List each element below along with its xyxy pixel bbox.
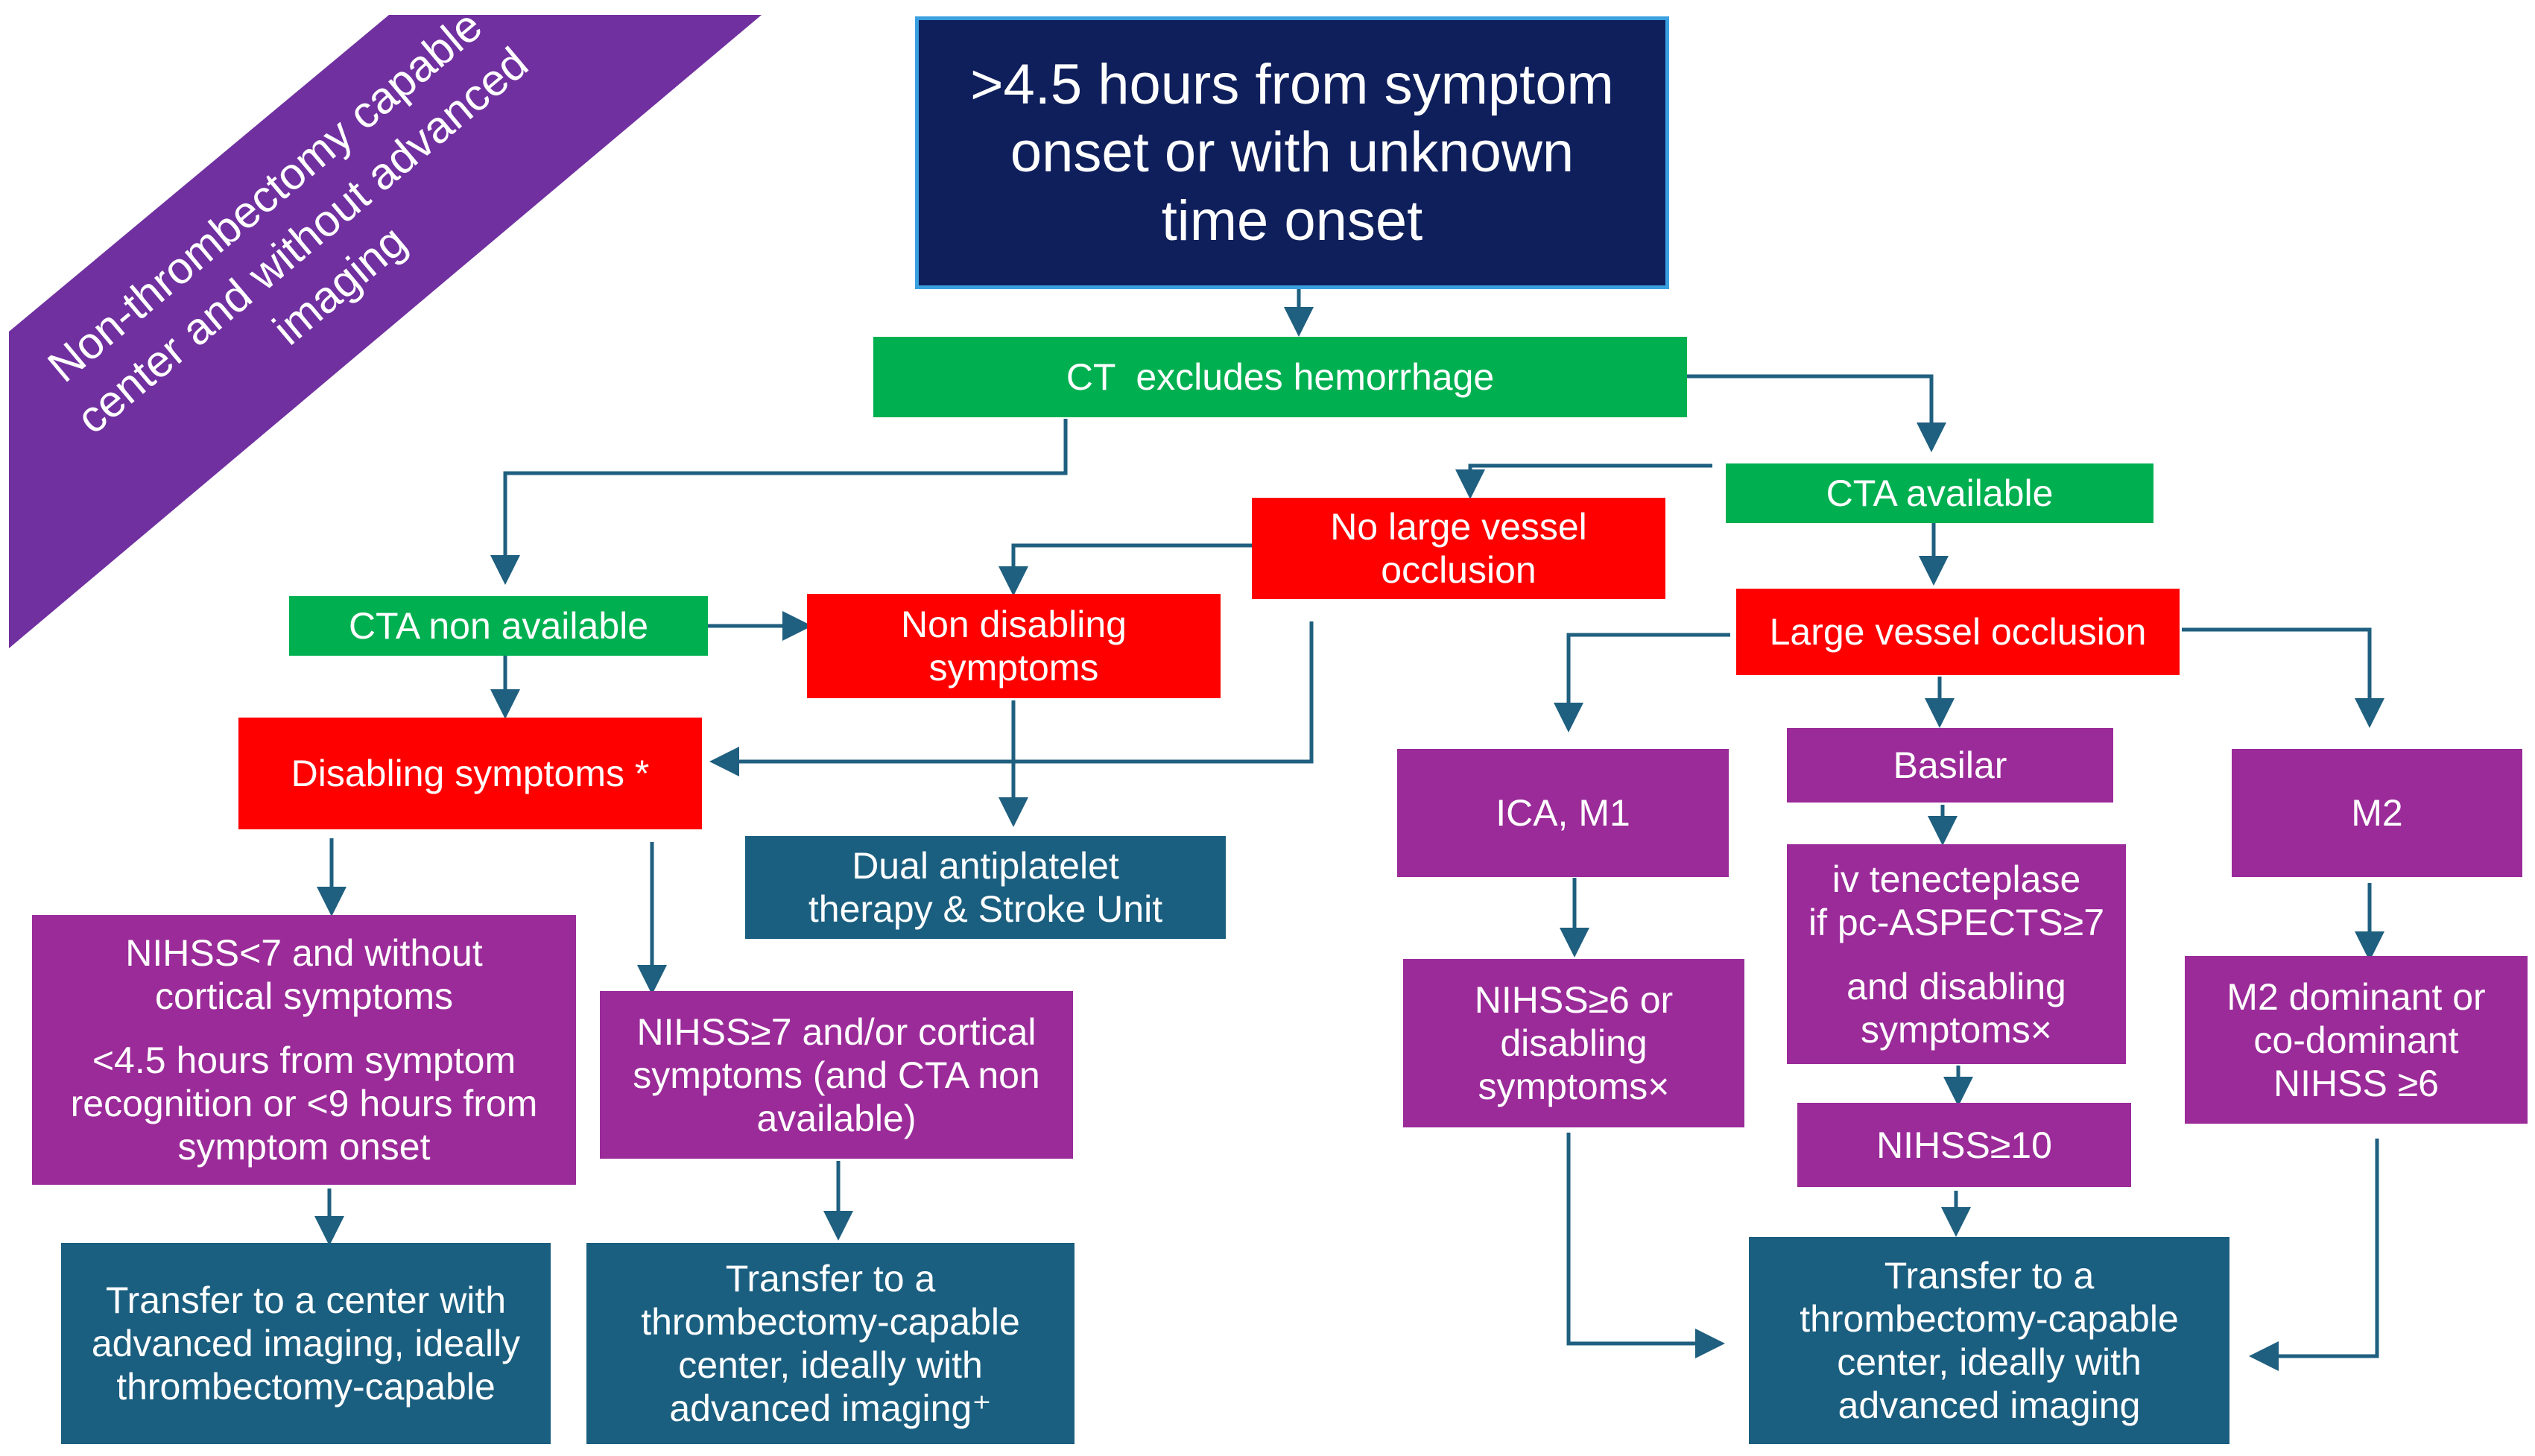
node-m2: M2 (2232, 749, 2522, 877)
node-nihss-ge7-line: symptoms (and CTA non (633, 1054, 1040, 1096)
arrow-cta-available-to-no-lvo (1455, 463, 1712, 499)
node-no-lvo-line: occlusion (1381, 549, 1536, 591)
node-dual-antiplatelet: Dual antiplatelet therapy & Stroke Unit (745, 836, 1226, 939)
arrow-lvo-to-m2 (2182, 627, 2384, 728)
node-nihss-ge6-line: NIHSS≥6 or (1474, 979, 1674, 1021)
node-lvo-label: Large vessel occlusion (1769, 611, 2147, 653)
node-nihss-ge7-line: available) (756, 1097, 917, 1139)
node-start-line: onset or with unknown (1010, 121, 1575, 185)
node-start: >4.5 hours from symptom onset or with un… (915, 16, 1669, 289)
node-transfer-right-line: center, ideally with (1837, 1341, 2142, 1383)
node-iv-tenecteplase: iv tenecteplase if pc-ASPECTS≥7 and disa… (1787, 844, 2126, 1064)
node-nihss-lt7: NIHSS<7 and without cortical symptoms <4… (32, 915, 576, 1185)
node-m2-dominant-line: M2 dominant or (2227, 975, 2486, 1018)
node-tenecteplase-line: iv tenecteplase (1832, 858, 2081, 900)
node-dapt-line: therapy & Stroke Unit (808, 888, 1163, 930)
arrow-lvo-to-ica-m1 (1554, 633, 1730, 732)
node-transfer-left-line: Transfer to a center with (105, 1279, 507, 1321)
node-nihss-lt7-line: cortical symptoms (154, 975, 454, 1017)
node-large-vessel-occlusion: Large vessel occlusion (1736, 589, 2180, 675)
node-nihss-ge10-label: NIHSS≥10 (1876, 1124, 2052, 1166)
node-nihss-lt7-line: <4.5 hours from symptom (92, 1039, 516, 1081)
node-start-line: time onset (1161, 189, 1423, 253)
node-no-lvo-line: No large vessel (1330, 506, 1587, 548)
node-transfer-mid-line: Transfer to a (725, 1258, 936, 1300)
arrow-ct-to-cta-non (490, 419, 1068, 585)
banner-triangle (9, 15, 762, 648)
node-basilar: Basilar (1787, 728, 2113, 803)
node-non-disabling-symptoms: Non disabling symptoms (807, 594, 1221, 698)
node-transfer-right-line: advanced imaging (1838, 1384, 2141, 1426)
node-start-line: >4.5 hours from symptom (970, 53, 1614, 117)
node-cta-available-label: CTA available (1826, 472, 2054, 514)
node-nihss-ge6-line: disabling (1500, 1022, 1648, 1064)
node-ica-m1: ICA, M1 (1397, 749, 1729, 877)
node-nihss-ge10: NIHSS≥10 (1797, 1103, 2131, 1187)
node-m2-dominant-line: NIHSS ≥6 (2273, 1062, 2439, 1104)
node-cta-non-label: CTA non available (348, 605, 649, 647)
node-transfer-thrombectomy-right: Transfer to a thrombectomy-capable cente… (1749, 1237, 2229, 1444)
arrow-m2-dominant-to-transfer-right (2249, 1139, 2379, 1371)
arrow-nihss-ge6-to-transfer-right (1566, 1133, 1725, 1358)
node-transfer-right-line: Transfer to a (1884, 1255, 2095, 1297)
node-no-large-vessel-occlusion: No large vessel occlusion (1252, 498, 1665, 599)
node-nihss-ge7-line: NIHSS≥7 and/or cortical (636, 1010, 1037, 1053)
node-ct-excludes-hemorrhage: CT excludes hemorrhage (873, 337, 1687, 417)
arrow-no-lvo-to-non-disabling (999, 543, 1252, 596)
node-m2-dominant: M2 dominant or co-dominant NIHSS ≥6 (2185, 956, 2528, 1124)
node-cta-non-available: CTA non available (289, 596, 708, 656)
node-ica-m1-label: ICA, M1 (1496, 792, 1630, 834)
node-transfer-mid-line: center, ideally with (678, 1344, 983, 1386)
node-nihss-lt7-line: NIHSS<7 and without (125, 932, 483, 974)
node-disabling-label: Disabling symptoms * (291, 753, 650, 794)
arrow-no-lvo-to-disabling (709, 621, 1314, 776)
node-nihss-lt7-line: recognition or <9 hours from (70, 1083, 538, 1124)
node-non-disabling-line: Non disabling (901, 604, 1127, 645)
arrow-ct-to-cta-available (1687, 374, 1946, 452)
node-transfer-thrombectomy-mid: Transfer to a thrombectomy-capable cente… (586, 1243, 1075, 1444)
node-disabling-symptoms: Disabling symptoms * (238, 718, 702, 829)
node-cta-available: CTA available (1726, 463, 2153, 523)
node-basilar-label: Basilar (1893, 744, 2007, 786)
node-tenecteplase-line: if pc-ASPECTS≥7 (1808, 901, 2104, 943)
node-dapt-line: Dual antiplatelet (852, 845, 1119, 887)
node-transfer-left-line: thrombectomy-capable (116, 1366, 496, 1408)
node-nihss-ge7: NIHSS≥7 and/or cortical symptoms (and CT… (600, 991, 1073, 1159)
node-tenecteplase-line: and disabling (1846, 965, 2066, 1007)
node-tenecteplase-line: symptoms× (1860, 1008, 2052, 1051)
node-nihss-ge6-line: symptoms× (1478, 1066, 1670, 1107)
node-nihss-ge6: NIHSS≥6 or disabling symptoms× (1403, 959, 1744, 1127)
node-non-disabling-line: symptoms (928, 647, 1099, 689)
node-transfer-left-line: advanced imaging, ideally (91, 1323, 521, 1364)
node-ct-label: CT excludes hemorrhage (1066, 356, 1495, 398)
node-transfer-mid-line: thrombectomy-capable (641, 1301, 1020, 1343)
node-nihss-lt7-line: symptom onset (177, 1126, 431, 1168)
node-m2-dominant-line: co-dominant (2253, 1019, 2459, 1061)
node-m2-label: M2 (2351, 792, 2403, 834)
node-transfer-advanced-imaging: Transfer to a center with advanced imagi… (61, 1243, 551, 1444)
node-transfer-mid-line: advanced imaging⁺ (669, 1387, 992, 1429)
node-transfer-right-line: thrombectomy-capable (1800, 1298, 2179, 1340)
